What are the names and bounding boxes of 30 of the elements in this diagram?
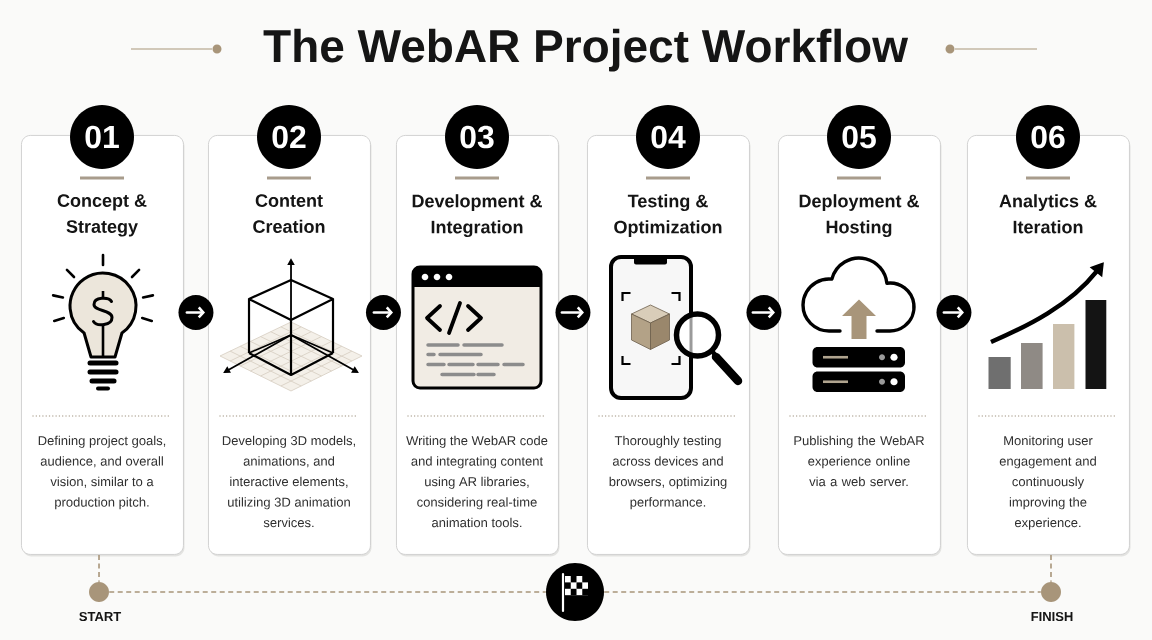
number-badge: 03 <box>445 105 509 169</box>
title: The WebAR Project Workflow <box>263 28 909 72</box>
step-description: Writing the WebAR code and integrating content using AR libraries, considering real-time animation tools. <box>406 435 548 528</box>
timeline-line <box>1050 554 1052 583</box>
number-badge: 04 <box>636 105 700 169</box>
step-title: Content Creation <box>253 194 325 233</box>
number-badge: 02 <box>257 105 321 169</box>
step-description: Monitoring user engagement and continuously improving the experience. <box>999 435 1096 530</box>
arrow-circle <box>746 294 782 330</box>
number-badge: 05 <box>827 105 891 169</box>
timeline-line <box>98 554 100 583</box>
number-badge: 06 <box>1016 105 1080 169</box>
step-description: Publishing the WebAR experience online via a web server. <box>794 435 924 487</box>
timeline-label: START <box>79 611 122 622</box>
step-title: Concept & Strategy <box>57 194 147 237</box>
arrow-circle <box>178 294 214 330</box>
step-title: Analytics & Iteration <box>999 194 1097 234</box>
timeline-line <box>108 591 547 593</box>
step-description: Thoroughly testing across devices and browsers, optimizing performance. <box>609 435 727 510</box>
arrow-circle <box>936 294 972 330</box>
timeline-line <box>603 591 1042 593</box>
timeline-label: FINISH <box>1031 611 1073 622</box>
step-title: Testing & Optimization <box>614 194 722 237</box>
arrow-circle <box>365 294 401 330</box>
arrow-circle <box>555 294 591 330</box>
step-title: Development & Integration <box>412 194 542 238</box>
number-badge: 01 <box>70 105 134 169</box>
step-description: Defining project goals, audience, and overall vision, similar to a production pitch. <box>38 435 166 510</box>
step-description: Developing 3D models, animations, and interactive elements, utilizing 3D animation services. <box>222 435 355 528</box>
step-title: Deployment & Hosting <box>799 194 919 238</box>
